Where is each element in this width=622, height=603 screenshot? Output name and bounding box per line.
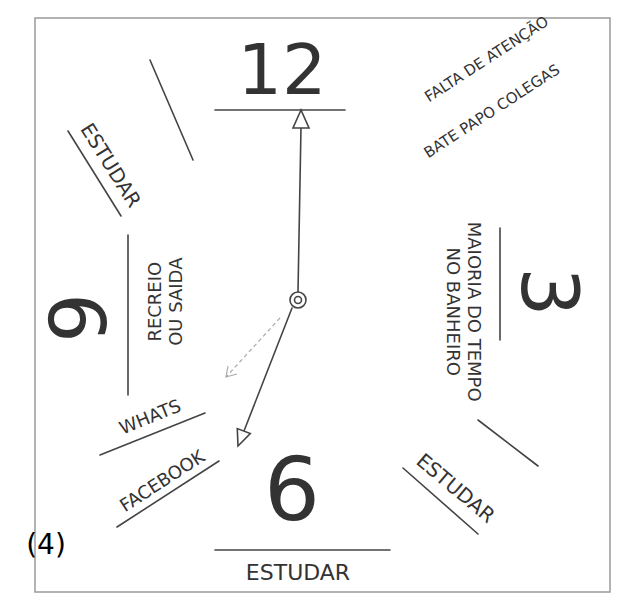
clock-number: 3: [503, 267, 593, 317]
arrow-head: [293, 110, 309, 128]
number-underline: [215, 549, 390, 551]
number-underline: [499, 228, 501, 340]
note: FACEBOOK: [116, 446, 208, 516]
note: ESTUDAR: [246, 560, 350, 585]
center-pin: [295, 297, 302, 304]
minute-hand: [298, 127, 301, 292]
hour-hand: [244, 308, 292, 431]
frame: [35, 18, 610, 592]
note: ESTUDAR: [411, 449, 498, 528]
note: MAIORIA DO TEMPO NO BANHEIRO: [442, 212, 483, 412]
number-underline: [127, 235, 129, 395]
clock-number: 12: [237, 30, 326, 111]
tick-line: [150, 60, 193, 160]
figure-number: (4): [26, 529, 66, 561]
clock-number: 9: [35, 293, 125, 343]
arrow-head: [237, 429, 250, 446]
note: RECREIO OU SAIDA: [145, 247, 186, 357]
faint-hand: [226, 318, 280, 377]
arrow-head: [226, 366, 237, 377]
clock-number: 6: [264, 439, 320, 540]
center-pin: [290, 292, 306, 308]
note: WHATS: [116, 395, 184, 438]
tick-line: [478, 420, 538, 466]
